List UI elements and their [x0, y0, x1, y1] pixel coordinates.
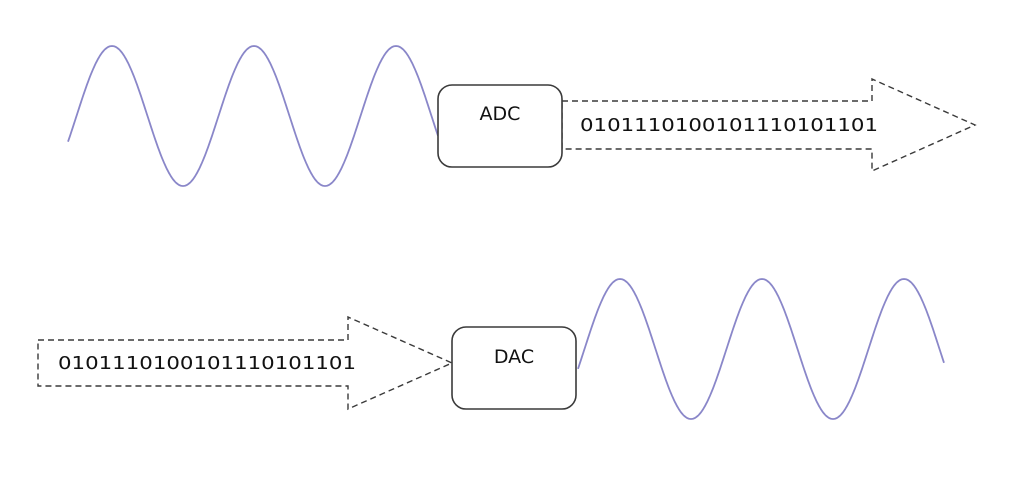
adc-output-bitstream: 0101110100101110101101 [580, 115, 878, 136]
dac-label: DAC [494, 346, 534, 368]
dac-box [451, 326, 577, 410]
analog-output-wave [577, 278, 945, 420]
analog-input-wave [67, 45, 439, 187]
adc-box [437, 84, 563, 168]
adc-label: ADC [480, 103, 521, 125]
digital-input-arrow [37, 315, 454, 411]
dac-input-bitstream: 0101110100101110101101 [58, 353, 356, 374]
digital-output-arrow [561, 77, 977, 173]
